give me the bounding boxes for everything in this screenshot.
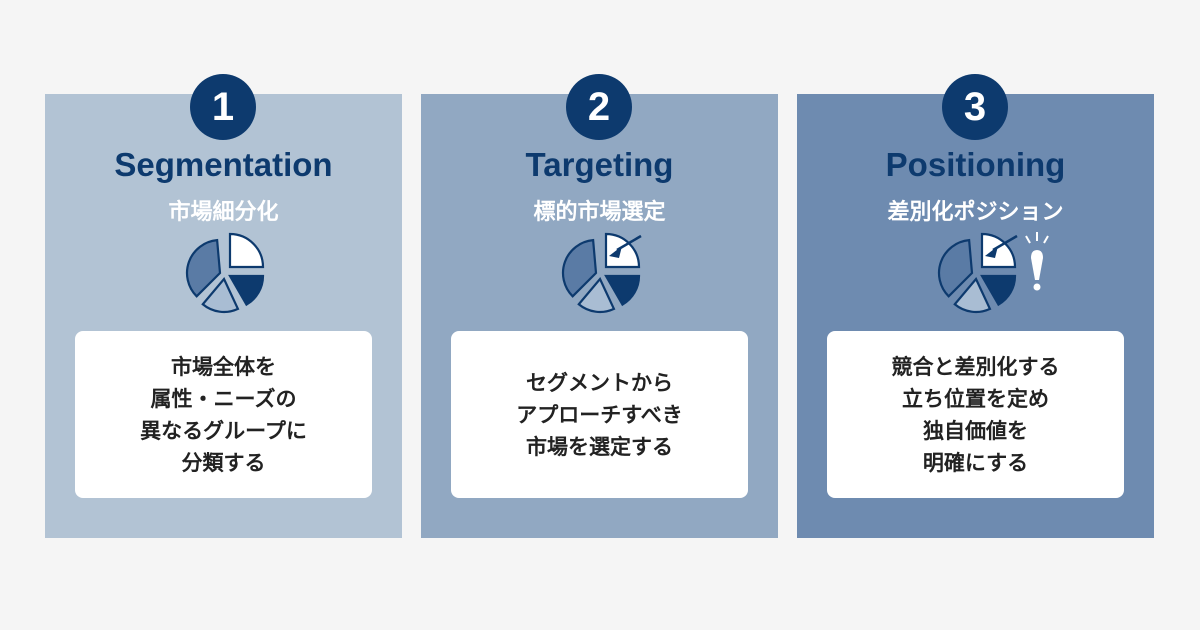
description-line: 競合と差別化する — [891, 354, 1060, 379]
pie-chart-target-idea-icon — [797, 228, 1154, 318]
step-title: Targeting — [525, 146, 674, 183]
pie-chart-icon — [937, 232, 1049, 314]
description-line: 分類する — [181, 450, 266, 475]
description-line: 市場全体を — [171, 354, 276, 379]
step-number-badge: 1 — [190, 74, 256, 140]
step-title: Positioning — [885, 146, 1066, 183]
step-subtitle: 市場細分化 — [168, 200, 279, 225]
step-panel-positioning: Positioning 差別化ポジション 競合と差別化する立ち位置を定め独自価値… — [797, 94, 1154, 538]
step-subtitle: 差別化ポジション — [887, 200, 1064, 225]
description-line: セグメントから — [526, 370, 673, 395]
description-line: 属性・ニーズの — [150, 386, 297, 411]
step-description: 競合と差別化する立ち位置を定め独自価値を明確にする — [827, 331, 1124, 498]
description-line: 立ち位置を定め — [902, 386, 1049, 411]
pie-chart-target-icon — [421, 228, 778, 318]
step-number-badge: 3 — [942, 74, 1008, 140]
step-panel-targeting: Targeting 標的市場選定 セグメントからアプローチすべき市場を選定する — [421, 94, 778, 538]
step-description: 市場全体を属性・ニーズの異なるグループに分類する — [75, 331, 372, 498]
pie-chart-icon — [45, 228, 402, 318]
step-number-badge: 2 — [566, 74, 632, 140]
pie-chart-icon — [185, 232, 264, 314]
step-subtitle: 標的市場選定 — [533, 200, 666, 225]
description-line: アプローチすべき — [516, 402, 683, 427]
description-line: 明確にする — [922, 450, 1029, 475]
description-line: 独自価値を — [923, 418, 1028, 443]
step-panel-segmentation: Segmentation 市場細分化 市場全体を属性・ニーズの異なるグループに分… — [45, 94, 402, 538]
step-description: セグメントからアプローチすべき市場を選定する — [451, 331, 748, 498]
step-title: Segmentation — [114, 146, 333, 183]
description-line: 市場を選定する — [526, 434, 673, 459]
pie-chart-icon — [561, 232, 642, 314]
description-line: 異なるグループに — [140, 418, 307, 443]
